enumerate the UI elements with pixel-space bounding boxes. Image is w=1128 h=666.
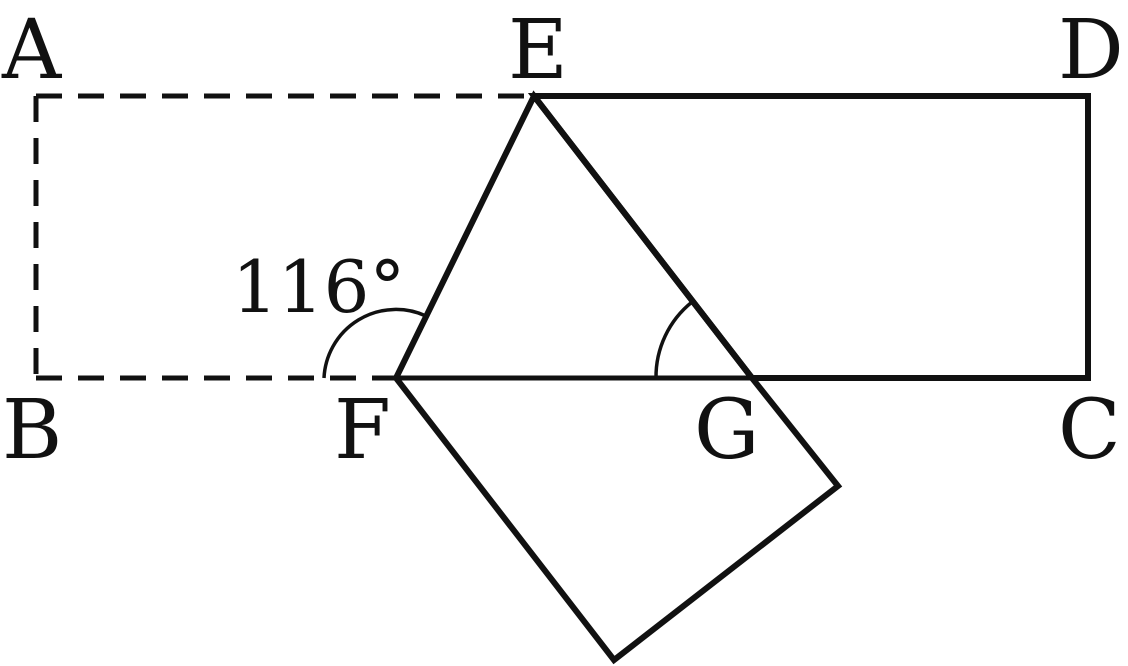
point-label-f: F [334,383,391,478]
angle-arc-egf [654,300,694,379]
angle-label-116: 116° [232,245,405,329]
fold-line-eg [531,94,755,380]
point-label-e: E [508,3,568,98]
point-label-c: C [1058,383,1121,478]
unfolded-region-edcg [527,93,1091,381]
point-label-g: G [694,383,760,478]
angle-arc-efb [322,307,427,379]
point-label-d: D [1058,3,1124,98]
point-label-b: B [2,383,62,478]
point-label-a: A [1,3,63,98]
